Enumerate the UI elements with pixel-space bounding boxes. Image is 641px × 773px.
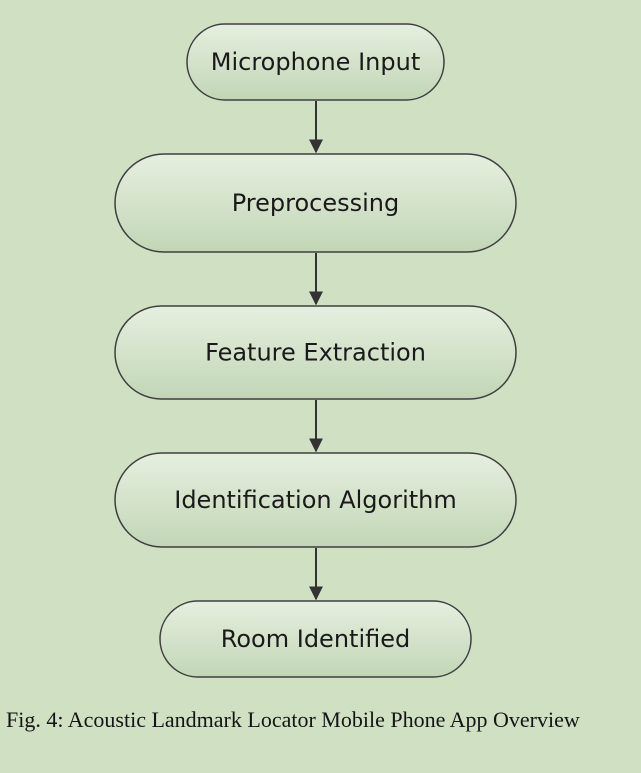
node-label-microphone-input: Microphone Input <box>211 48 420 76</box>
node-label-identification-algorithm: Identification Algorithm <box>174 486 457 514</box>
figure-caption-label: Fig. 4: <box>6 707 64 732</box>
node-preprocessing: Preprocessing <box>114 153 517 253</box>
node-label-room-identified: Room Identified <box>221 625 410 653</box>
figure-caption-text: Acoustic Landmark Locator Mobile Phone A… <box>67 707 580 732</box>
node-identification-algorithm: Identification Algorithm <box>114 452 517 548</box>
node-label-feature-extraction: Feature Extraction <box>205 339 426 367</box>
node-microphone-input: Microphone Input <box>186 23 445 101</box>
figure-caption: Fig. 4: Acoustic Landmark Locator Mobile… <box>6 707 635 733</box>
flowchart: Microphone Input Preprocessing Feature E… <box>114 23 517 678</box>
node-room-identified: Room Identified <box>159 600 472 678</box>
node-label-preprocessing: Preprocessing <box>232 189 400 217</box>
node-feature-extraction: Feature Extraction <box>114 305 517 400</box>
flowchart-canvas: Microphone Input Preprocessing Feature E… <box>114 23 517 678</box>
